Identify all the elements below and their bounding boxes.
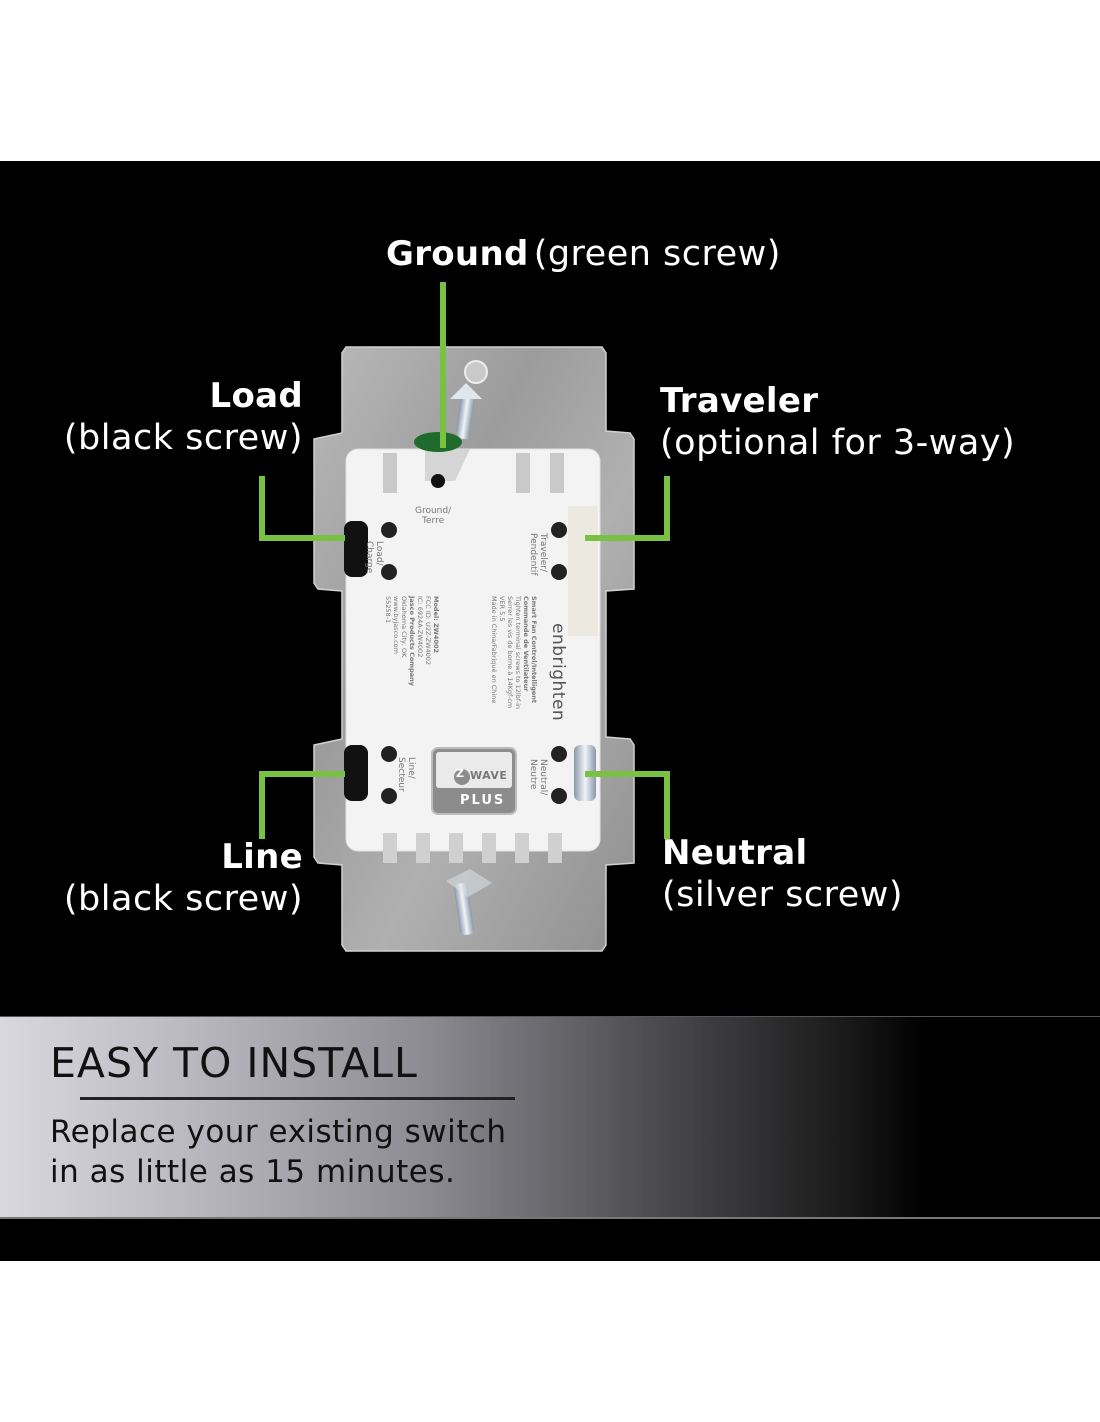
model-info: Model: ZW4002 FCC ID: U2Z-ZW4002 IC: 692…	[384, 596, 440, 686]
mounting-screw-top	[455, 396, 475, 440]
easy-install-banner: EASY TO INSTALL Replace your existing sw…	[0, 1016, 1100, 1219]
banner-description: Replace your existing switch in as littl…	[50, 1114, 507, 1190]
zwave-z-glyph: Z	[456, 767, 464, 780]
infographic-stage: Ground/ Terre Load/ Charge Traveler/ Pen…	[0, 161, 1100, 1261]
strap-hole-top	[464, 360, 488, 384]
device-label-load: Load/ Charge	[364, 541, 384, 574]
callout-line-title: Line	[221, 837, 303, 877]
callout-neutral-title: Neutral	[662, 833, 808, 873]
callout-traveler: Traveler (optional for 3-way)	[660, 381, 1015, 464]
label-tab	[568, 506, 598, 636]
ground-screw	[414, 432, 462, 452]
leader-line	[259, 771, 345, 839]
device-label-line: Line/ Secteur	[396, 757, 416, 792]
ground-hole	[431, 474, 445, 488]
callout-load: Load (black screw)	[40, 376, 303, 459]
leader-load	[259, 476, 345, 541]
leader-neutral	[585, 771, 670, 839]
callout-line-subtitle: (black screw)	[63, 878, 303, 919]
callout-ground-title: Ground	[386, 234, 529, 274]
callout-load-subtitle: (black screw)	[63, 417, 303, 458]
callout-load-title: Load	[209, 376, 303, 416]
callout-neutral-subtitle: (silver screw)	[662, 874, 904, 915]
leader-ground	[440, 282, 446, 448]
zwave-wave-text: WAVE	[470, 769, 508, 782]
leader-traveler	[585, 476, 670, 541]
product-info: Smart Fan Control/Intelligent Commande d…	[490, 596, 538, 710]
banner-divider	[80, 1097, 515, 1100]
callout-traveler-subtitle: (optional for 3-way)	[660, 422, 1016, 463]
brand-logo: enbrighten	[548, 623, 568, 722]
load-screw	[344, 521, 368, 577]
device-label-ground: Ground/ Terre	[415, 506, 452, 526]
zwave-plus-text: PLUS	[460, 793, 506, 808]
banner-title: EASY TO INSTALL	[50, 1039, 418, 1087]
device-label-traveler: Traveler/ Pendentif	[528, 533, 548, 576]
callout-traveler-title: Traveler	[660, 381, 819, 421]
device-body	[345, 448, 601, 852]
callout-line: Line (black screw)	[40, 837, 303, 920]
callout-ground-subtitle: (green screw)	[533, 234, 781, 274]
callout-ground: Ground (green screw)	[386, 233, 781, 275]
callout-neutral: Neutral (silver screw)	[662, 833, 903, 916]
device-label-neutral: Neutral/ Neutre	[528, 759, 548, 796]
smart-switch-illustration	[259, 282, 670, 952]
line-screw	[344, 745, 368, 801]
